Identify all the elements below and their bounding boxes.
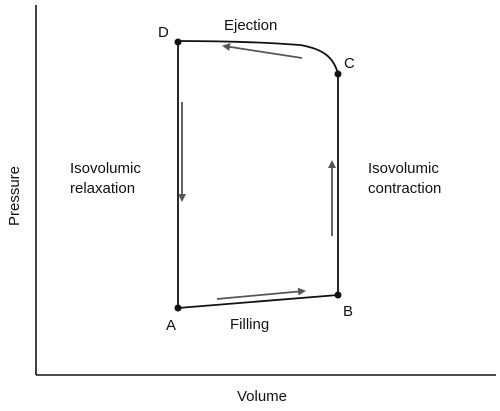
relaxation-label-line2: relaxation bbox=[70, 180, 135, 197]
point-a-marker bbox=[174, 304, 182, 312]
point-d-label: D bbox=[158, 24, 169, 41]
point-b-marker bbox=[334, 291, 342, 299]
y-axis-label: Pressure bbox=[6, 166, 23, 226]
point-b-label: B bbox=[343, 303, 353, 320]
ejection-segment bbox=[177, 40, 339, 75]
ejection-label: Ejection bbox=[224, 17, 277, 34]
point-c-marker bbox=[334, 70, 342, 78]
filling-label: Filling bbox=[230, 316, 269, 333]
point-d-marker bbox=[174, 38, 182, 46]
filling-arrow bbox=[216, 287, 306, 300]
point-c-label: C bbox=[344, 55, 355, 72]
filling-segment bbox=[177, 294, 339, 309]
contraction-label-line1: Isovolumic bbox=[368, 160, 439, 177]
ejection-arrow bbox=[222, 42, 303, 59]
x-axis-label: Volume bbox=[237, 388, 287, 405]
contraction-label-line2: contraction bbox=[368, 180, 441, 197]
relaxation-label-line1: Isovolumic bbox=[70, 160, 141, 177]
point-a-label: A bbox=[166, 317, 176, 334]
